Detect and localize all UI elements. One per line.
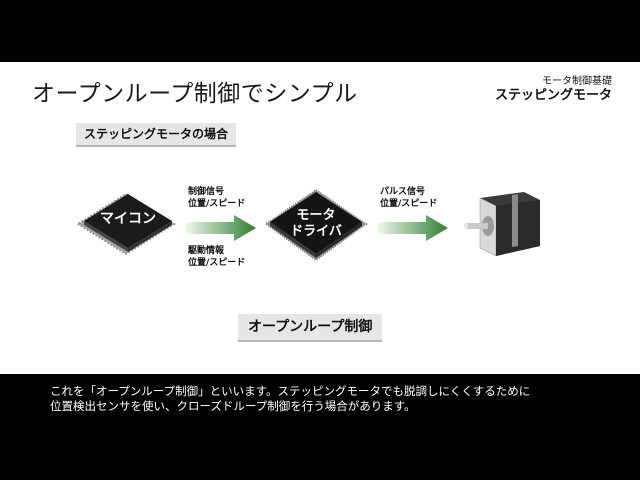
mcu-label: マイコン — [100, 211, 156, 227]
top-letterbox — [0, 0, 640, 62]
slide-title: オープンループ制御でシンプル — [32, 81, 358, 107]
slide: オープンループ制御でシンプル モータ制御基礎 ステッピングモータ ステッピングモ… — [0, 62, 640, 374]
right-arrow-icon — [186, 215, 256, 241]
stepper-motor-icon — [464, 192, 540, 257]
driver-label: モータ ドライバ — [290, 208, 342, 239]
drive-info-label: 駆動情報 位置/スピード — [188, 246, 246, 268]
corner-heading: モータ制御基礎 ステッピングモータ — [495, 76, 612, 103]
pulse-signal-label: パルス信号 位置/スピード — [380, 187, 438, 209]
corner-topic: ステッピングモータ — [494, 88, 612, 103]
right-arrow-icon — [378, 215, 448, 241]
motor-driver-chip-icon — [264, 188, 368, 262]
caption-line-2: 位置検出センサを使い、クローズドループ制御を行う場合があります。 — [50, 399, 416, 413]
caption-line-1: これを「オープンループ制御」といいます。ステッピングモータでも脱調しにくくするた… — [50, 384, 531, 398]
control-signal-label: 制御信号 位置/スピード — [188, 187, 246, 209]
microcontroller-chip-icon — [76, 192, 176, 256]
corner-category: モータ制御基礎 — [542, 76, 612, 87]
case-label: ステッピングモータの場合 — [76, 123, 237, 147]
subtitle-caption: これを「オープンループ制御」といいます。ステッピングモータでも脱調しにくくするた… — [50, 384, 630, 414]
open-loop-label: オープンループ制御 — [238, 314, 383, 342]
